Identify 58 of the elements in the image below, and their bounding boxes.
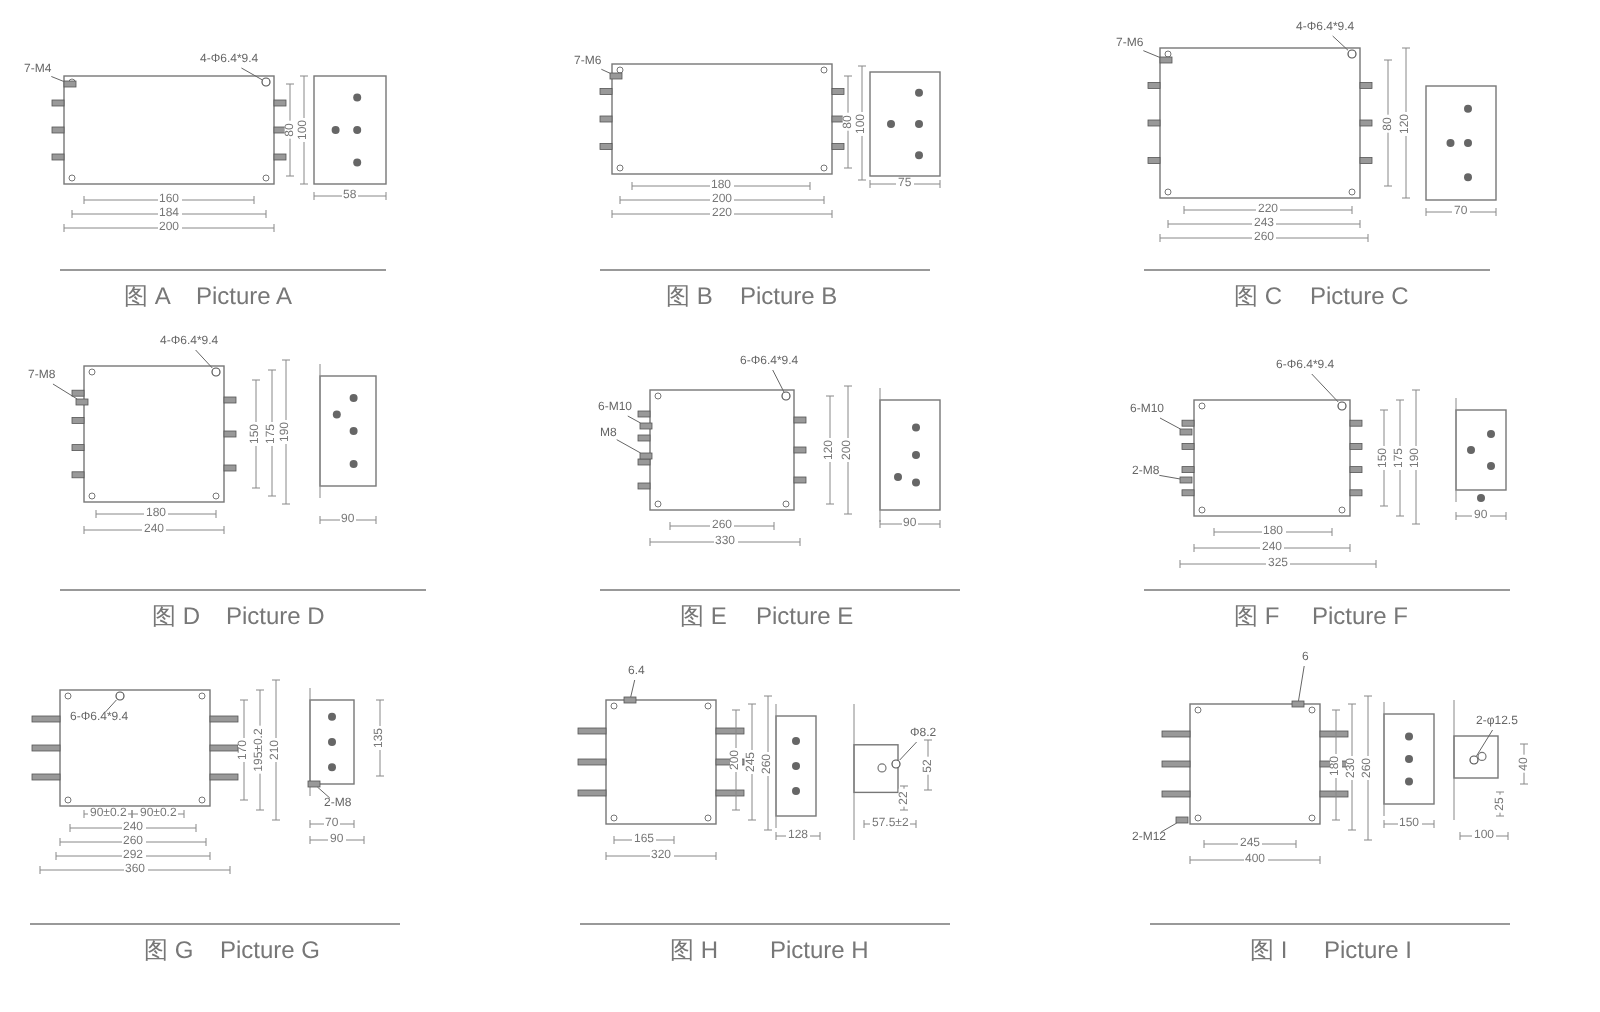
terminal-stud [1159, 56, 1173, 64]
figure-caption: Picture G [220, 936, 321, 964]
leader-line [195, 349, 213, 369]
terminal-stud [1179, 428, 1193, 436]
mounting-hole [1347, 49, 1357, 59]
leader-line [1142, 50, 1161, 58]
mounting-hole [115, 691, 125, 701]
terminal-stud [609, 72, 623, 80]
leader-line [600, 68, 611, 74]
leader-line [1160, 822, 1178, 833]
figure-caption: 图 I [1250, 936, 1288, 964]
mounting-hole [1469, 755, 1479, 765]
terminal-stud [307, 780, 321, 788]
leader-line [1298, 665, 1305, 702]
leader-line [316, 786, 331, 799]
figure-caption: 图 G [144, 936, 194, 964]
figure-caption: 图 A [124, 282, 171, 310]
leader-line [240, 67, 263, 81]
leader-line [772, 369, 785, 393]
figure-caption: Picture C [1310, 282, 1409, 310]
mounting-hole [781, 391, 791, 401]
terminal-stud [639, 452, 653, 460]
terminal-stud [1291, 700, 1305, 708]
figure-caption: 图 D [152, 602, 200, 630]
leader-line [1311, 373, 1339, 403]
figure-caption: 图 F [1234, 602, 1280, 630]
leader-line [1159, 417, 1181, 430]
leader-line [616, 439, 642, 454]
figure-caption: 图 C [1234, 282, 1282, 310]
terminal-stud [639, 422, 653, 430]
leader-line [50, 76, 65, 83]
mounting-hole [261, 77, 271, 87]
terminal-stud [1175, 816, 1189, 824]
figure-caption: 图 H [670, 936, 718, 964]
leader-line [1476, 729, 1494, 757]
mounting-hole [1337, 401, 1347, 411]
figure-caption: Picture D [226, 602, 325, 630]
leader-line [630, 679, 636, 698]
figure-caption: Picture A [196, 282, 293, 310]
figure-caption: Picture B [740, 282, 838, 310]
figure-caption: Picture E [756, 602, 854, 630]
mounting-hole [891, 759, 901, 769]
terminal-stud [1179, 476, 1193, 484]
mounting-hole [211, 367, 221, 377]
figure-caption: Picture F [1312, 602, 1409, 630]
terminal-stud [75, 398, 89, 406]
figure-caption: 图 B [666, 282, 713, 310]
leader-line [52, 383, 78, 400]
figure-caption: Picture H [770, 936, 869, 964]
figure-caption: 图 E [680, 602, 727, 630]
leader-line [1332, 35, 1349, 51]
leader-line [105, 699, 117, 713]
leader-line [627, 415, 642, 424]
leader-line [899, 741, 918, 761]
terminal-stud [63, 80, 77, 88]
terminal-stud [623, 696, 637, 704]
leader-line [1158, 474, 1181, 480]
figure-caption: Picture I [1324, 936, 1413, 964]
